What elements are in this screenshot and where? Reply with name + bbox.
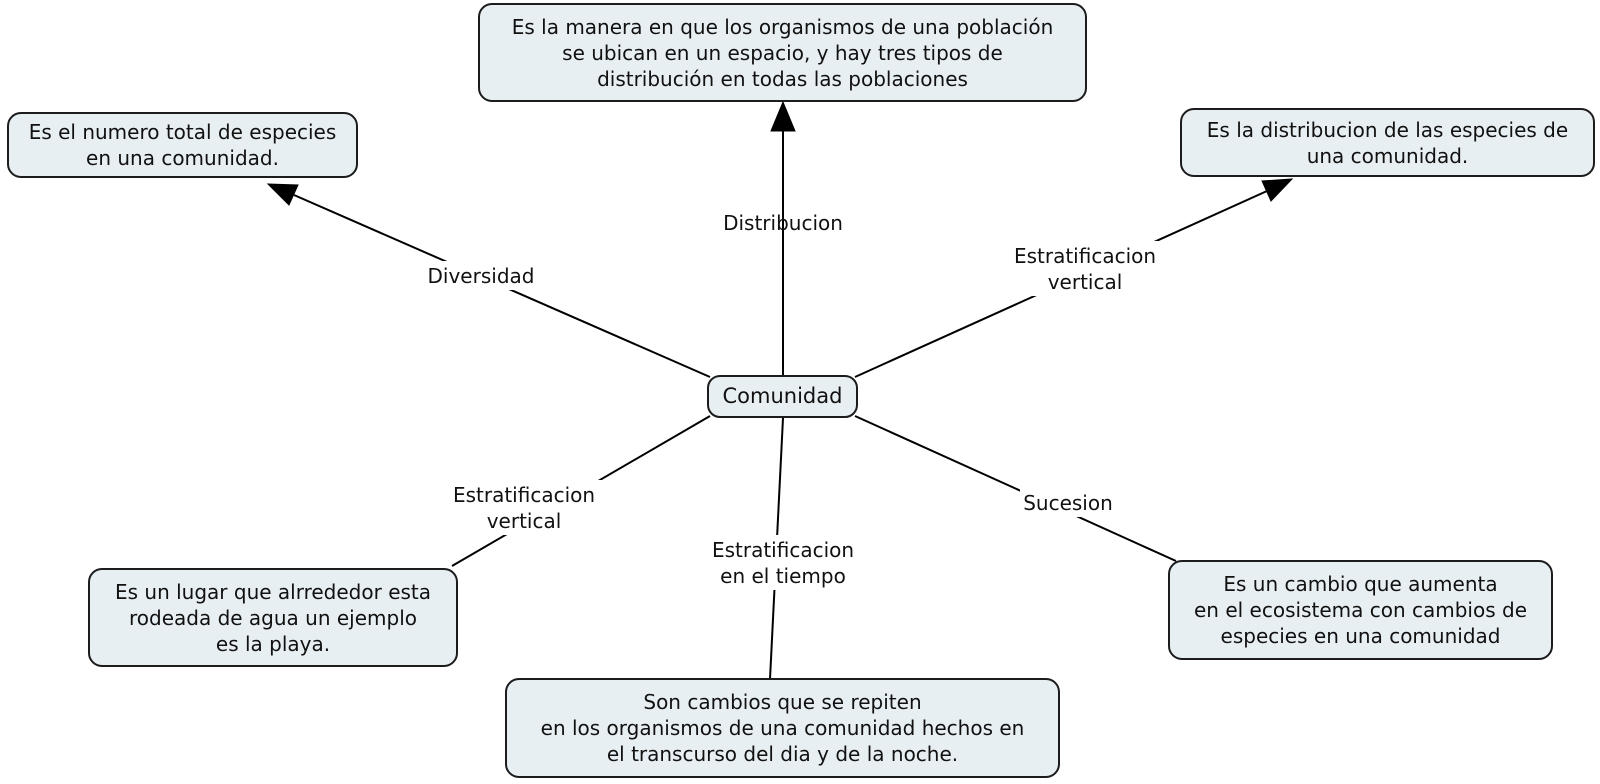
concept-estratificacion-vertical-right-definition[interactable]: Es la distribucion de las especies de un… xyxy=(1180,108,1595,177)
link-label-estratificacion-vertical-left[interactable]: Estratificacion vertical xyxy=(442,480,606,535)
concept-estratificacion-tiempo-definition[interactable]: Son cambios que se repiten en los organi… xyxy=(505,678,1060,778)
link-label-distribucion[interactable]: Distribucion xyxy=(723,211,843,235)
concept-diversidad-definition[interactable]: Es el numero total de especies en una co… xyxy=(7,112,358,178)
node-comunidad[interactable]: Comunidad xyxy=(707,375,858,418)
concept-sucesion-definition[interactable]: Es un cambio que aumenta en el ecosistem… xyxy=(1168,560,1553,660)
link-label-diversidad[interactable]: Diversidad xyxy=(420,261,542,290)
arrowhead-distribucion xyxy=(770,100,796,132)
link-label-estratificacion-vertical-right[interactable]: Estratificacion vertical xyxy=(1003,241,1167,296)
concept-estratificacion-vertical-left-definition[interactable]: Es un lugar que alrrededor esta rodeada … xyxy=(88,568,458,667)
link-label-sucesion[interactable]: Sucesion xyxy=(1020,488,1116,517)
link-label-estratificacion-en-el-tiempo[interactable]: Estratificacion en el tiempo xyxy=(701,535,865,590)
arrowhead-estratificacion-vertical-right xyxy=(1261,178,1294,202)
edge-comunidad-sucesion xyxy=(854,415,1177,562)
concept-distribucion-definition[interactable]: Es la manera en que los organismos de un… xyxy=(478,3,1087,102)
arrowhead-diversidad xyxy=(266,183,299,206)
